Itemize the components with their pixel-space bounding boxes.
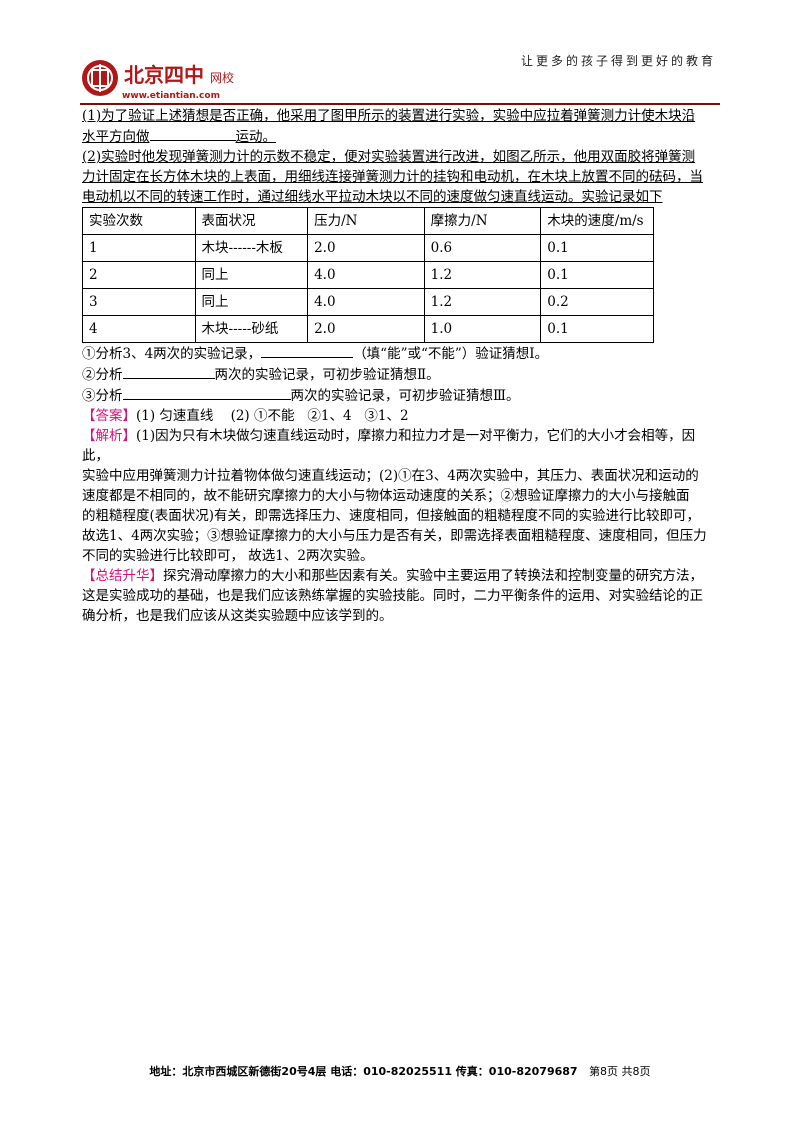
sub-question-2: ②分析两次的实验记录，可初步验证猜想Ⅱ。	[82, 364, 722, 385]
q1-line2: 水平方向做运动。	[82, 126, 722, 147]
analysis-line5: 故选1、4两次实验；③想验证摩擦力的大小与压力是否有关，即需选择表面粗糙程度、速…	[82, 528, 707, 544]
table-header-cell: 实验次数	[82, 207, 196, 235]
table-cell: 4	[82, 315, 196, 343]
table-cell: 同上	[194, 261, 309, 289]
logo-suffix: 网校	[210, 70, 234, 85]
analysis-line4: 的粗糙程度(表面状况)有关，即需选择压力、速度相同，但接触面的粗糙程度不同的实验…	[82, 508, 701, 524]
sub-question-1: ①分析3、4两次的实验记录，（填“能”或“不能”）验证猜想Ⅰ。	[82, 343, 722, 364]
table-cell: 4.0	[307, 288, 425, 316]
table-cell: 2.0	[307, 315, 425, 343]
table-cell: 2.0	[307, 234, 425, 262]
q1-line1: (1)为了验证上述猜想是否正确，他采用了图甲所示的装置进行实验，实验中应拉着弹簧…	[82, 108, 696, 124]
q2-line3: 电动机以不同的转速工作时，通过细线水平拉动木块以不同的速度做匀速直线运动。实验记…	[82, 189, 663, 205]
footer-address: 地址：北京市西城区新德街20号4层 电话：010-82025511 传真：010…	[149, 1065, 578, 1078]
summary-line1: 【总结升华】探究滑动摩擦力的大小和那些因素有关。实验中主要运用了转换法和控制变量…	[82, 568, 703, 584]
table-cell: 同上	[194, 288, 309, 316]
table-header-row: 实验次数 表面状况 压力/N 摩擦力/N 木块的速度/m/s	[82, 207, 654, 235]
table-cell: 木块------木板	[194, 234, 309, 262]
footer-page: 第8页 共8页	[589, 1065, 651, 1078]
table-row: 1 木块------木板 2.0 0.6 0.1	[82, 234, 654, 262]
table-row: 3 同上 4.0 1.2 0.2	[82, 288, 654, 316]
experiment-table: 实验次数 表面状况 压力/N 摩擦力/N 木块的速度/m/s 1 木块-----…	[82, 207, 654, 343]
table-cell: 1.2	[423, 288, 542, 316]
document-body: (1)为了验证上述猜想是否正确，他采用了图甲所示的装置进行实验，实验中应拉着弹簧…	[82, 106, 722, 626]
analysis-line1: 【解析】(1)因为只有木块做匀速直线运动时，摩擦力和拉力才是一对平衡力，它们的大…	[82, 428, 696, 464]
page-header: 北京四中 网校 www.etiantian.com 让更多的孩子得到更好的教育	[0, 0, 800, 110]
q2-line2: 力计固定在长方体木块的上表面，用细线连接弹簧测力计的挂钩和电动机，在木块上放置不…	[82, 169, 703, 185]
table-header-cell: 木块的速度/m/s	[540, 207, 654, 235]
table-row: 2 同上 4.0 1.2 0.1	[82, 261, 654, 289]
answer-line: 【答案】(1) 匀速直线 (2) ①不能 ②1、4 ③1、2	[82, 408, 409, 424]
header-rule	[80, 103, 720, 105]
table-row: 4 木块-----砂纸 2.0 1.0 0.1	[82, 315, 654, 343]
table-cell: 2	[82, 261, 196, 289]
slogan: 让更多的孩子得到更好的教育	[520, 54, 716, 68]
analysis-tag: 【解析】	[82, 428, 136, 444]
summary-line2: 这是实验成功的基础，也是我们应该熟练掌握的实验技能。同时，二力平衡条件的运用、对…	[82, 588, 703, 604]
etiantian-logo: 北京四中 网校 www.etiantian.com	[82, 60, 234, 101]
table-cell: 0.1	[540, 234, 654, 262]
analysis-line3: 速度都是不相同的，故不能研究摩擦力的大小与物体运动速度的关系；②想验证摩擦力的大…	[82, 488, 690, 504]
table-cell: 4.0	[307, 261, 425, 289]
table-header-cell: 摩擦力/N	[423, 207, 542, 235]
table-cell: 0.1	[540, 315, 654, 343]
analysis-line6: 不同的实验进行比较即可， 故选1、2两次实验。	[82, 548, 374, 564]
sub-question-3: ③分析两次的实验记录，可初步验证猜想Ⅲ。	[82, 385, 722, 406]
analysis-line2: 实验中应用弹簧测力计拉着物体做匀速直线运动；(2)①在3、4两次实验中，其压力、…	[82, 468, 699, 484]
table-cell: 3	[82, 288, 196, 316]
logo-cn: 北京四中	[124, 63, 204, 87]
table-cell: 0.6	[423, 234, 542, 262]
table-cell: 1	[82, 234, 196, 262]
table-header-cell: 压力/N	[307, 207, 425, 235]
table-cell: 1.0	[423, 315, 542, 343]
table-header-cell: 表面状况	[194, 207, 309, 235]
logo-url: www.etiantian.com	[122, 91, 220, 101]
summary-line3: 确分析，也是我们应该从这类实验题中应该学到的。	[82, 608, 393, 624]
table-cell: 0.1	[540, 261, 654, 289]
answer-tag: 【答案】	[82, 408, 136, 424]
table-cell: 1.2	[423, 261, 542, 289]
summary-tag: 【总结升华】	[82, 568, 163, 584]
table-cell: 木块-----砂纸	[194, 315, 309, 343]
page-footer: 地址：北京市西城区新德街20号4层 电话：010-82025511 传真：010…	[0, 1063, 800, 1079]
table-cell: 0.2	[540, 288, 654, 316]
q2-line1: (2)实验时他发现弹簧测力计的示数不稳定，便对实验装置进行改进，如图乙所示，他用…	[82, 149, 696, 165]
